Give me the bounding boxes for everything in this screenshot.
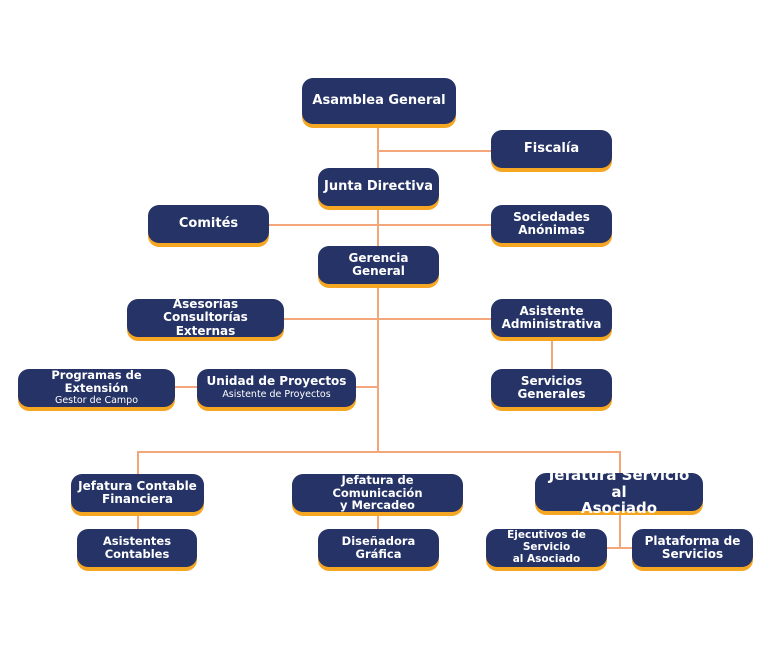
node-fiscalia: Fiscalía [491, 130, 612, 168]
connector-contable-asistentes [137, 512, 139, 530]
connector-jefatura-servicio-drop [619, 451, 621, 475]
node-servicios-generales: Servicios Generales [491, 369, 612, 407]
node-label: Comités [178, 215, 239, 231]
node-label: Asistente Administrativa [501, 303, 602, 331]
node-label: Sociedades Anónimas [513, 209, 590, 237]
node-asistentes-contables: Asistentes Contables [77, 529, 197, 567]
node-label: Jefatura Servicio al Asociado [548, 465, 690, 518]
connector-asistente-servicios [551, 338, 553, 372]
node-disenadora-grafica: Diseñadora Gráfica [318, 529, 439, 567]
node-junta-directiva: Junta Directiva [318, 168, 439, 206]
node-asesorias: Asesorías Consultorías Externas [127, 296, 284, 338]
connector-programas-unidad [174, 386, 198, 388]
node-label: Diseñadora Gráfica [341, 534, 416, 561]
node-label: Junta Directiva [324, 178, 433, 194]
node-label: Jefatura de Comunicación y Mercadeo [332, 472, 423, 513]
node-jefatura-contable: Jefatura Contable Financiera [71, 474, 204, 512]
node-asistente-administrativa: Asistente Administrativa [491, 299, 612, 337]
connector-servicio-sub [619, 512, 621, 548]
node-comites: Comités [148, 205, 269, 243]
connector-jefaturas-horizontal [137, 451, 621, 453]
node-sociedades-anonimas: Sociedades Anónimas [491, 205, 612, 243]
node-label: Asamblea General [312, 92, 446, 108]
node-plataforma-servicios: Plataforma de Servicios [632, 529, 753, 567]
node-jefatura-servicio: Jefatura Servicio al Asociado [535, 466, 703, 517]
node-title: Programas de Extensión [51, 368, 142, 396]
node-label: Fiscalía [523, 140, 580, 156]
connector-jefatura-contable-drop [137, 451, 139, 476]
node-label: Servicios Generales [517, 373, 586, 401]
node-title: Unidad de Proyectos [206, 374, 347, 389]
node-label: Jefatura Contable Financiera [78, 478, 197, 506]
connector-asesorias-asistente [284, 318, 493, 320]
node-label: Ejecutivos de Servicio al Asociado [507, 529, 586, 565]
node-subtitle: Asistente de Proyectos [222, 388, 331, 400]
connector-fiscalia [378, 150, 493, 152]
connector-main-trunk [377, 120, 379, 452]
node-ejecutivos-servicio: Ejecutivos de Servicio al Asociado [486, 529, 607, 567]
node-unidad-proyectos: Unidad de Proyectos Asistente de Proyect… [197, 369, 356, 407]
node-label: Plataforma de Servicios [644, 533, 741, 561]
node-label: Asesorías Consultorías Externas [163, 296, 248, 338]
connector-unidad [356, 386, 379, 388]
node-subtitle: Gestor de Campo [54, 395, 139, 407]
node-label: Gerencia General [348, 250, 409, 278]
connector-comunicacion-disenadora [377, 512, 379, 530]
node-label: Asistentes Contables [102, 534, 172, 561]
node-asamblea-general: Asamblea General [302, 78, 456, 124]
connector-ejecutivos-plataforma [606, 547, 634, 549]
node-jefatura-comunicacion: Jefatura de Comunicación y Mercadeo [292, 472, 463, 513]
connector-comites-sociedades [268, 224, 493, 226]
node-programas-extension: Programas de Extensión Gestor de Campo [18, 369, 175, 407]
node-gerencia-general: Gerencia General [318, 246, 439, 284]
